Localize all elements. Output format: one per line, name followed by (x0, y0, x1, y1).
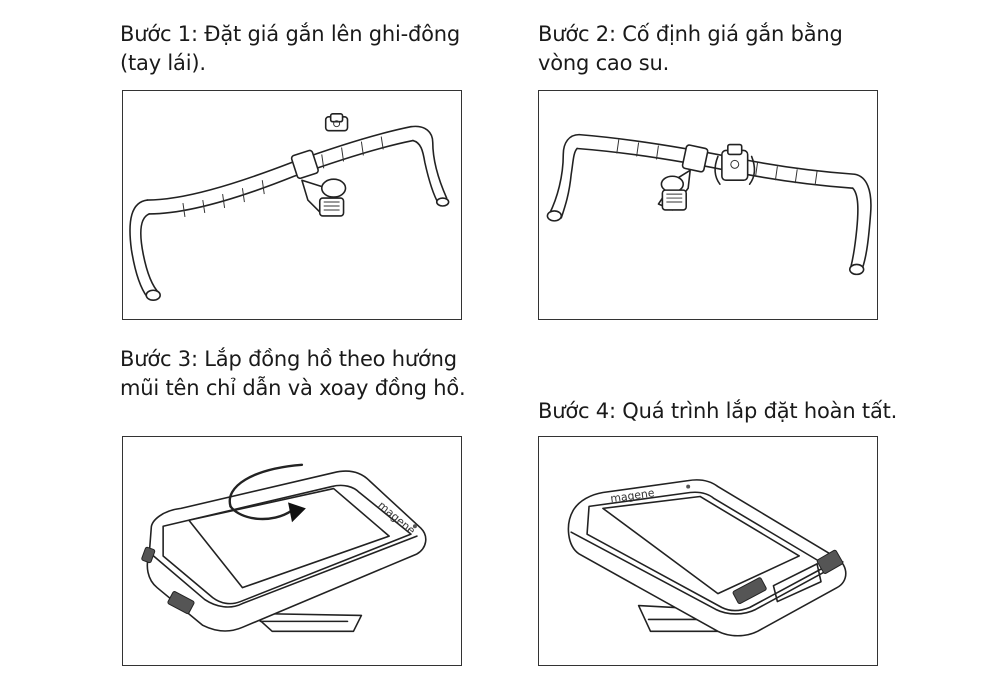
step-4-illustration: magene (538, 436, 878, 666)
step-3-line-2: mũi tên chỉ dẫn và xoay đồng hồ. (120, 376, 465, 400)
computer-mounted-icon: magene (539, 437, 877, 665)
handlebar-with-mount-above-icon (123, 91, 461, 319)
step-3-line-1: Bước 3: Lắp đồng hồ theo hướng (120, 347, 457, 371)
handlebar-mount-attached-icon (539, 91, 877, 319)
step-4-line-1: Bước 4: Quá trình lắp đặt hoàn tất. (538, 399, 897, 423)
step-1-caption: Bước 1: Đặt giá gắn lên ghi-đông (tay lá… (120, 20, 460, 78)
step-1-line-2: (tay lái). (120, 51, 206, 75)
step-3-illustration: magene (122, 436, 462, 666)
computer-rotate-arrow-icon: magene (123, 437, 461, 665)
step-1-line-1: Bước 1: Đặt giá gắn lên ghi-đông (120, 22, 460, 46)
step-1-illustration (122, 90, 462, 320)
step-3-caption: Bước 3: Lắp đồng hồ theo hướng mũi tên c… (120, 345, 465, 403)
step-2-caption: Bước 2: Cố định giá gắn bằng vòng cao su… (538, 20, 843, 78)
step-2-line-1: Bước 2: Cố định giá gắn bằng (538, 22, 843, 46)
step-2-line-2: vòng cao su. (538, 51, 669, 75)
step-2-illustration (538, 90, 878, 320)
step-4-caption: Bước 4: Quá trình lắp đặt hoàn tất. (538, 397, 897, 426)
